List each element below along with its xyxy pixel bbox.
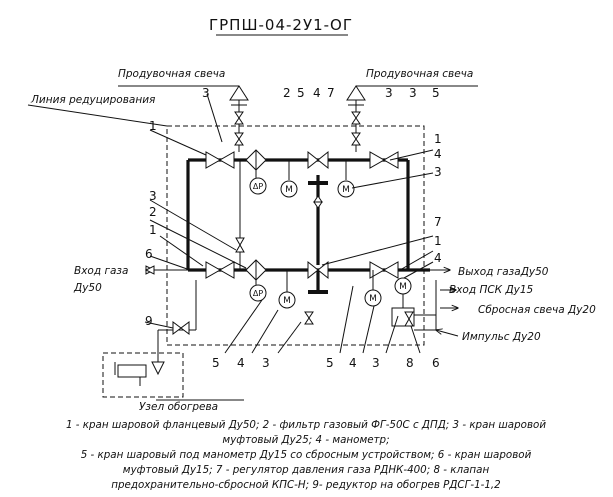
- legend-line-1: 1 - кран шаровой фланцевый Ду50; 2 - фил…: [66, 419, 546, 431]
- svg-text:3: 3: [385, 86, 393, 100]
- svg-text:5: 5: [297, 86, 305, 100]
- svg-text:3: 3: [202, 86, 210, 100]
- purge-label-left: Продувочная свеча: [118, 68, 225, 80]
- bypass-valve: [235, 237, 245, 253]
- svg-text:3: 3: [149, 189, 157, 203]
- svg-text:3: 3: [434, 165, 442, 179]
- manometer-lower-2: M: [364, 270, 382, 307]
- svg-text:6: 6: [432, 356, 440, 370]
- purge-candle-left: [229, 85, 249, 152]
- gas-inlet: [144, 265, 188, 275]
- svg-text:4: 4: [434, 147, 442, 161]
- svg-text:ΔP: ΔP: [253, 182, 263, 191]
- svg-text:4: 4: [349, 356, 357, 370]
- manometer-upper-1: M: [280, 160, 298, 198]
- svg-text:1: 1: [434, 234, 442, 248]
- svg-text:1: 1: [149, 119, 157, 133]
- svg-text:M: M: [369, 294, 377, 304]
- dp-gauge-upper: ΔP: [249, 170, 267, 195]
- svg-text:3: 3: [409, 86, 417, 100]
- heating-unit-label: Узел обогрева: [139, 401, 218, 413]
- svg-text:M: M: [399, 282, 407, 292]
- manometer-upper-2: M: [337, 160, 355, 198]
- port-arrows: [436, 290, 458, 337]
- svg-text:M: M: [342, 185, 350, 195]
- svg-text:1: 1: [434, 132, 442, 146]
- manometer-lower-1: M: [278, 270, 296, 309]
- svg-text:M: M: [283, 296, 291, 306]
- impulse-label: Импульс Ду20: [462, 331, 541, 343]
- svg-text:5: 5: [432, 86, 440, 100]
- lower-line-components: [205, 259, 399, 281]
- svg-text:2: 2: [283, 86, 291, 100]
- manometer-psk: M: [394, 277, 412, 295]
- purge-label-right: Продувочная свеча: [366, 68, 473, 80]
- upper-line-components: [205, 149, 399, 171]
- svg-text:7: 7: [327, 86, 335, 100]
- legend-line-4: муфтовый Ду15; 7 - регулятор давления га…: [123, 464, 490, 476]
- dp-gauge-lower: ΔP: [249, 280, 267, 302]
- svg-text:9: 9: [145, 314, 153, 328]
- upper-reduction-line: [186, 158, 410, 270]
- heating-unit: [102, 280, 197, 398]
- svg-text:7: 7: [434, 215, 442, 229]
- svg-text:6: 6: [145, 247, 153, 261]
- svg-text:4: 4: [237, 356, 245, 370]
- impulse-valves: [304, 195, 323, 325]
- svg-text:2: 2: [149, 205, 157, 219]
- regulator-actuator-lower: [308, 290, 328, 294]
- svg-text:4: 4: [434, 251, 442, 265]
- regulator-actuator-upper: [308, 181, 328, 185]
- gas-inlet-label: Вход газа: [74, 265, 128, 277]
- svg-text:3: 3: [262, 356, 270, 370]
- legend-line-2: муфтовый Ду25; 4 - манометр;: [222, 434, 389, 446]
- legend: 1 - кран шаровой фланцевый Ду50; 2 - фил…: [66, 419, 546, 491]
- leader-lines: [27, 85, 478, 401]
- diagram-title: ГРПШ-04-2У1-ОГ: [209, 16, 353, 34]
- legend-line-3: 5 - кран шаровый под манометр Ду15 со сб…: [81, 449, 532, 461]
- svg-text:3: 3: [372, 356, 380, 370]
- cabinet-boundary: [166, 125, 425, 346]
- gas-outlet-label: Выход газаДу50: [458, 266, 549, 278]
- svg-text:5: 5: [212, 356, 220, 370]
- svg-text:M: M: [285, 185, 293, 195]
- svg-text:1: 1: [149, 223, 157, 237]
- svg-text:5: 5: [326, 356, 334, 370]
- gas-inlet-size: Ду50: [73, 282, 102, 294]
- legend-line-5: предохранительно-сбросной КПС-Н; 9- реду…: [111, 479, 500, 491]
- psk-inlet-label: Вход ПСК Ду15: [449, 284, 534, 296]
- reduction-line-label: Линия редуцирования: [30, 94, 155, 106]
- svg-text:8: 8: [406, 356, 414, 370]
- purge-candle-right: [346, 85, 366, 152]
- svg-text:ΔP: ΔP: [253, 289, 263, 298]
- svg-text:4: 4: [313, 86, 321, 100]
- relief-valve-assembly: [391, 280, 437, 331]
- relief-candle-label: Сбросная свеча Ду20: [478, 304, 596, 316]
- reducer-9: [172, 321, 190, 335]
- callout-numbers: 3 2 5 4 7 3 3 5 1 3 2 1 6 9 4 1 3 7 1 4 …: [145, 86, 442, 370]
